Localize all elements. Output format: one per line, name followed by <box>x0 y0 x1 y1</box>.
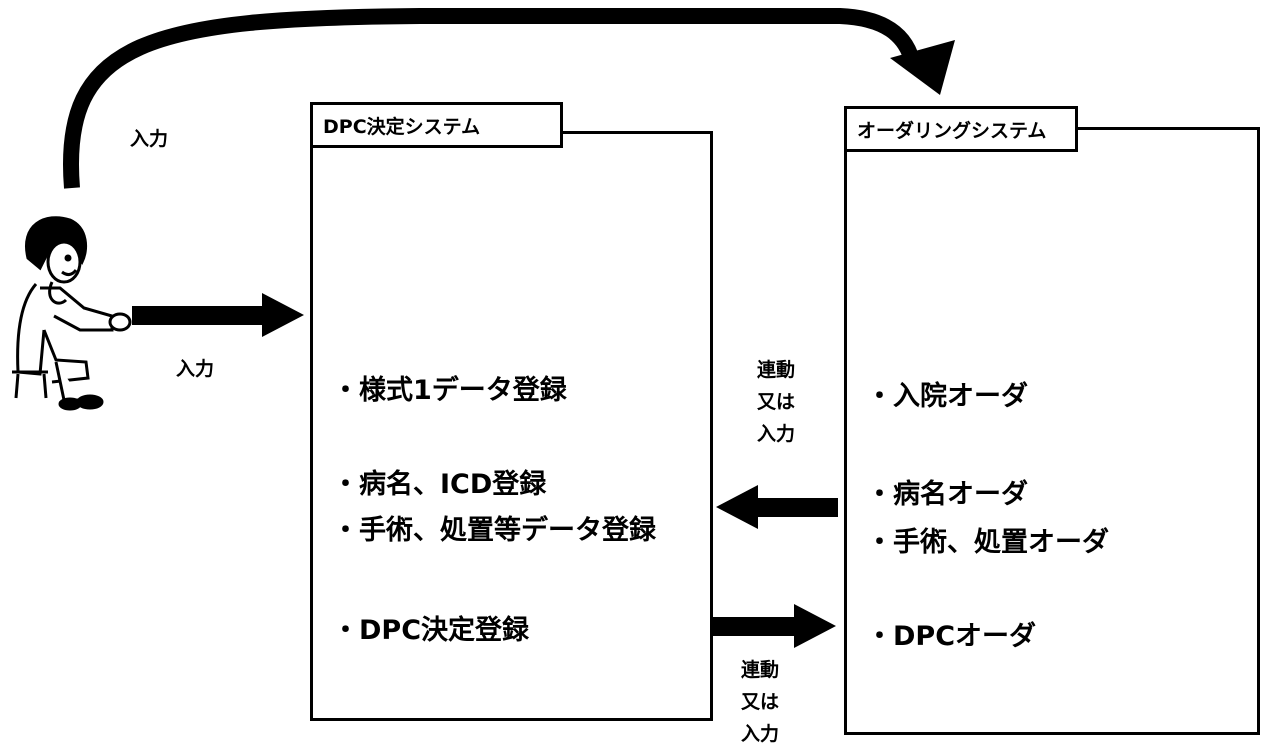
link-label-lower: 連動 又は 入力 <box>741 654 779 750</box>
input-label-left: 入力 <box>176 358 215 380</box>
order-system-title-text: オーダリングシステム <box>857 119 1047 142</box>
dpc-item-dpc-decision: ・DPC決定登録 <box>332 615 530 646</box>
dpc-system-title: DPC決定システム <box>310 102 563 148</box>
order-item-disease: ・病名オーダ <box>866 479 1028 510</box>
doctor-icon <box>12 216 132 411</box>
order-system-title: オーダリングシステム <box>844 106 1078 152</box>
link-lower-line-1: 連動 <box>741 659 780 681</box>
dpc-system-box <box>310 131 713 721</box>
link-lower-line-2: 又は <box>741 691 780 713</box>
order-item-dpc: ・DPCオーダ <box>866 621 1037 652</box>
link-label-upper: 連動 又は 入力 <box>757 354 795 450</box>
input-label-top: 入力 <box>130 128 169 150</box>
link-upper-line-1: 連動 <box>757 359 796 381</box>
order-system-box <box>844 127 1260 735</box>
order-item-admission: ・入院オーダ <box>866 381 1028 412</box>
link-lower-line-3: 入力 <box>741 723 780 745</box>
order-item-surgery-treatment: ・手術、処置オーダ <box>866 527 1109 558</box>
dpc-system-title-text: DPC決定システム <box>323 115 481 138</box>
link-upper-line-3: 入力 <box>757 423 796 445</box>
dpc-to-order-arrow <box>712 604 836 648</box>
dpc-item-form1: ・様式1データ登録 <box>332 375 567 406</box>
dpc-item-surgery-treatment: ・手術、処置等データ登録 <box>332 515 656 546</box>
order-to-dpc-arrow <box>716 485 838 529</box>
doctor-to-dpc-arrow <box>132 293 304 337</box>
curved-input-arrow <box>63 8 955 189</box>
dpc-item-disease-icd: ・病名、ICD登録 <box>332 469 547 500</box>
link-upper-line-2: 又は <box>757 391 796 413</box>
